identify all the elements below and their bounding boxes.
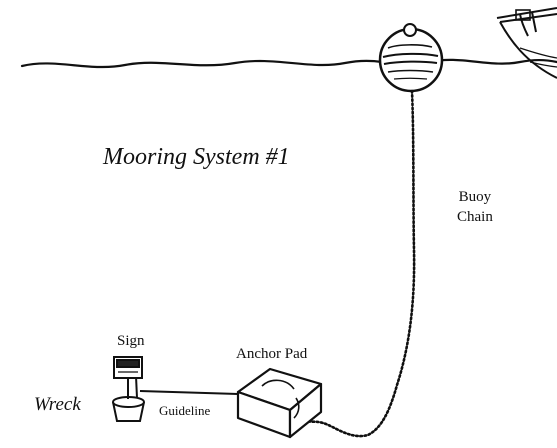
buoy-chain-label-line1: Buoy <box>458 189 492 205</box>
wreck-icon <box>112 396 145 422</box>
buoy-icon <box>378 23 444 93</box>
wreck-label: Wreck <box>34 394 81 415</box>
guideline-label: Guideline <box>159 403 211 418</box>
guideline-rope <box>139 390 239 395</box>
sign-label: Sign <box>117 333 145 349</box>
water-surface-line <box>20 58 557 69</box>
anchor-pad-icon <box>236 367 323 439</box>
boat-icon <box>496 7 557 79</box>
buoy-chain-label: Buoy Chain <box>457 187 493 227</box>
buoy-chain-label-line2: Chain <box>457 209 493 225</box>
sign-icon <box>113 356 143 399</box>
anchor-pad-label: Anchor Pad <box>236 346 308 362</box>
buoy-chain-core <box>297 90 415 437</box>
diagram-title: Mooring System #1 <box>103 144 290 170</box>
